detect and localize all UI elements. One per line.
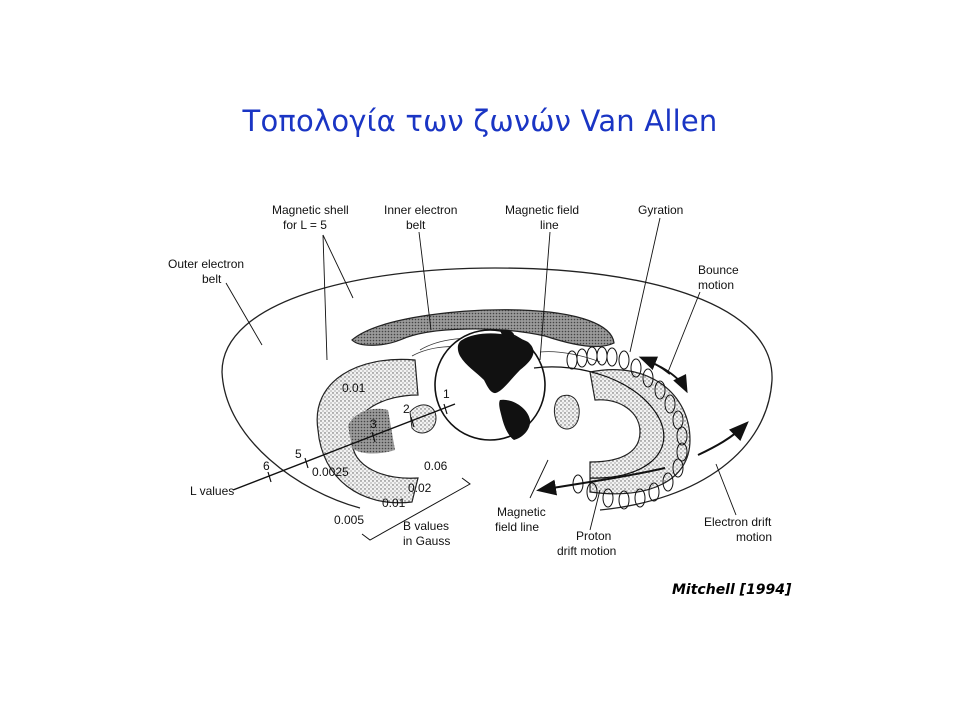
label-inner-belt-1: Inner electron [384,203,457,217]
label-l-values: L values [190,484,234,498]
source-credit: Mitchell [1994] [672,582,792,598]
b-tick-0-06: 0.06 [424,459,448,473]
electron-drift-arrow [697,421,749,456]
leader-lines [225,217,737,531]
l-tick-6: 6 [263,459,270,473]
bounce-arrow-back [638,356,671,375]
l-tick-1: 1 [443,387,450,401]
right-inner-belt [553,394,580,430]
left-belt-core [348,408,395,454]
label-electron-drift-1: Electron drift [704,515,772,529]
l-values-line [232,403,456,491]
south-america [499,399,531,440]
field-line-right [533,366,665,479]
l-tick-2: 2 [403,402,410,416]
greenland [500,329,515,339]
north-america [457,333,534,394]
proton-drift-arrow [536,467,666,496]
b-tick-0-0025: 0.0025 [312,465,349,479]
label-field-line-top-1: Magnetic field [505,203,579,217]
label-proton-drift-2: drift motion [557,544,616,558]
l-ticks [267,403,448,483]
label-b-values-1: B values [403,519,449,533]
label-electron-drift-2: motion [736,530,772,544]
label-proton-drift-1: Proton [576,529,611,543]
label-outer-belt-2: belt [202,272,222,286]
label-bounce-1: Bounce [698,263,739,277]
l-tick-3: 3 [370,417,377,431]
l-tick-5: 5 [295,447,302,461]
label-bounce-2: motion [698,278,734,292]
label-field-line-bottom-2: field line [495,520,539,534]
outer-belt-outline [221,267,773,511]
label-magnetic-shell-1: Magnetic shell [272,203,349,217]
label-magnetic-shell-2: for L = 5 [283,218,327,232]
b-bracket [361,477,471,541]
label-gyration: Gyration [638,203,683,217]
b-tick-0-02: 0.02 [408,481,432,495]
label-outer-belt-1: Outer electron [168,257,244,271]
inner-belt-arch [351,309,615,348]
left-inner-belt [409,404,437,434]
b-tick-0-01: 0.01 [382,496,406,510]
b-tick-0-005: 0.005 [334,513,364,527]
b-tick-0-01-top: 0.01 [342,381,366,395]
label-field-line-bottom-1: Magnetic [497,505,546,519]
label-field-line-top-2: line [540,218,559,232]
label-b-values-2: in Gauss [403,534,450,548]
slide-title: Τοπολογία των ζωνών Van Allen [242,104,718,138]
label-inner-belt-2: belt [406,218,426,232]
